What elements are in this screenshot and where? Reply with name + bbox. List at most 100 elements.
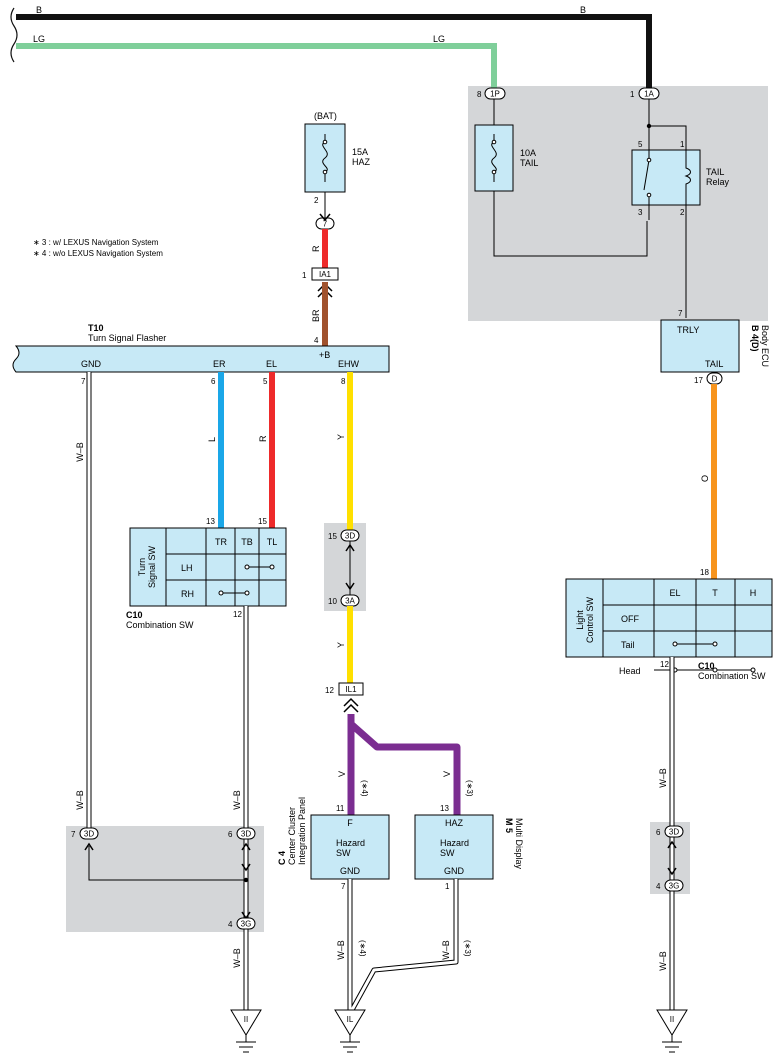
wire-v-label-left: V [337,771,347,777]
conn-3a-mid-pin: 10 [328,597,337,606]
tsw-row-rh: RH [181,589,194,599]
m5-body2: SW [440,848,455,858]
note-4: ∗ 4 : w/o LEXUS Navigation System [33,249,163,258]
conn-left-3d-b [236,827,256,840]
conn-3d-mid-label: 3D [345,532,355,541]
c4-gnd-pin: 7 [341,882,346,891]
note-3: ∗ 3 : w/ LEXUS Navigation System [33,238,159,247]
flasher-gnd: GND [81,359,102,369]
lsw-top-pin: 18 [700,568,709,577]
wire-o-label: O [700,475,710,482]
flasher-b-label: +B [319,350,330,360]
wire-wb-c4-label: W–B [336,940,346,960]
flasher-er-pin: 6 [211,377,216,386]
ecu-name: Body ECU [760,325,770,367]
joint-left-dot [243,877,249,883]
flasher-ehw: EHW [338,359,360,369]
fuse-haz-dot-top [322,139,328,145]
conn-d-label: D [712,375,718,384]
conn-right-3g-pin: 4 [656,882,661,891]
tsw-pin-tl: 15 [258,517,267,526]
conn-1p-label: 1P [490,90,500,99]
relay-pin1: 1 [680,140,685,149]
tail-relay-coil [684,150,691,205]
c4-code: C 4 [277,851,287,865]
lsw-bot-pin: 12 [660,660,669,669]
conn-right-3d-label: 3D [669,828,679,837]
wire-wb-right-label: W–B [658,768,668,788]
tsw-rh-dot1 [218,590,224,596]
conn-1p-pin: 8 [477,90,482,99]
conn-d-pin: 17 [694,376,703,385]
wire-b-label-right: B [580,5,586,15]
wire-v-note-right: (∗3) [465,780,474,797]
flasher-el: EL [266,359,277,369]
ground-2-label: IL [347,1015,354,1024]
fuse-tail-dot-top [491,139,497,145]
conn-ia1-label: IA1 [319,270,332,279]
tail-junction-shade [468,86,768,321]
light-control-sw [565,578,773,658]
lsw-tail-dot2 [712,641,718,647]
wire-wb-m5-note: (∗3) [463,940,472,957]
wire-tail-lines [493,99,687,318]
body-ecu [660,319,740,373]
m5-gnd-pin: 1 [445,882,450,891]
m5-top-label: HAZ [445,818,464,828]
tail-relay-dot2 [646,192,652,198]
relay-pin5: 5 [638,140,643,149]
lsw-row-off: OFF [621,614,639,624]
wire-break-left [10,7,18,63]
lsw-code: C10 [698,661,715,671]
conn-1a-label: 1A [644,90,654,99]
conn-il1-label: IL1 [345,685,357,694]
fuse-tail-rating: 10A [520,148,536,158]
ground-1 [230,1009,262,1053]
tail-relay-switch [643,148,650,220]
relay-name1: TAIL [706,167,724,177]
fuse-haz-rating: 15A [352,147,368,157]
wire-br-label: BR [311,309,321,322]
fuse-tail-dot-bot [491,169,497,175]
tsw-lh-dot1 [244,564,250,570]
flasher-er: ER [213,359,226,369]
m5-name: Multi Display [514,818,524,870]
lsw-name: Combination SW [698,671,766,681]
tsw-code: C10 [126,610,143,620]
c4-top-label: F [347,818,353,828]
conn-7-arrow [319,213,331,222]
joint-left-arrows [84,842,251,920]
wire-wb-right-label2: W–B [658,951,668,971]
wire-lg [16,43,497,88]
m5-gnd: GND [444,866,465,876]
relay-pin2: 2 [680,208,685,217]
m5-pin-top: 13 [440,804,449,813]
ground-3-label: II [670,1015,674,1024]
flasher-code: T10 [88,323,104,333]
c4-gnd: GND [340,866,361,876]
c4-pin-top: 11 [336,804,345,813]
conn-right-3d [664,825,684,838]
conn-left-3d-a [79,827,99,840]
wire-y-bot-label: Y [336,642,346,648]
conn-right-3g [664,879,684,892]
tsw-col-tr: TR [215,537,227,547]
tsw-lh-dot2 [269,564,275,570]
wire-y-top-label: Y [336,434,346,440]
conn-right-3g-label: 3G [669,882,680,891]
tail-relay-dot [646,157,652,163]
flasher-gnd-pin: 7 [81,377,86,386]
conn-ia1-pin: 1 [302,271,307,280]
tsw-name: Combination SW [126,620,194,630]
conn-left-3g-pin: 4 [228,920,233,929]
conn-il1 [338,682,364,696]
conn-il1-arrow [343,697,359,713]
ecu-trly: TRLY [677,325,699,335]
lsw-title2: Control SW [585,596,595,643]
conn-3a-mid-label: 3A [345,597,355,606]
joint-left-shade [66,826,264,932]
lsw-col-h: H [750,588,757,598]
flasher-name: Turn Signal Flasher [88,333,166,343]
conn-right-3d-pin: 6 [656,828,661,837]
conn-7-label: 7 [323,220,328,229]
